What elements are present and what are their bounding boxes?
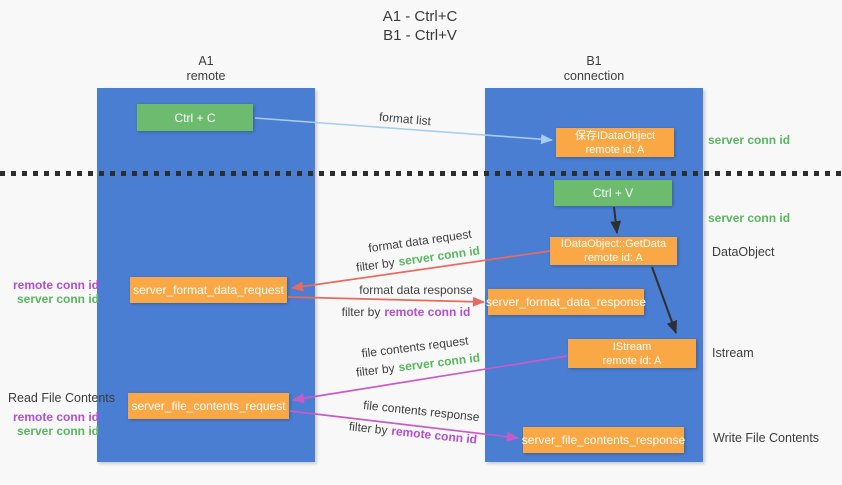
remote-conn-id-label-file: remote conn id: [12, 410, 99, 424]
ctrl-c-label: Ctrl + C: [174, 110, 216, 125]
node-server-format-data-request: server_format_data_request: [130, 277, 287, 303]
write-file-contents-label: Write File Contents: [713, 431, 820, 445]
server-conn-id-label-file: server conn id: [16, 424, 99, 438]
istream-line1: IStream: [612, 340, 652, 353]
diagram-title: A1 - Ctrl+C B1 - Ctrl+V: [330, 7, 510, 45]
conn-id-pair-format: remote conn id server conn id: [5, 278, 99, 306]
title-line-1: A1 - Ctrl+C: [382, 8, 458, 25]
format-data-response-label: format data response: [359, 283, 473, 297]
node-server-file-contents-response: server_file_contents_response: [521, 427, 686, 453]
server-format-data-request-label: server_format_data_request: [133, 283, 284, 297]
node-server-format-data-response: server_format_data_response: [485, 289, 647, 315]
title-line-2: B1 - Ctrl+V: [383, 27, 457, 44]
server-format-data-response-label: server_format_data_response: [485, 295, 647, 309]
lane-header-a1: A1 remote: [97, 54, 315, 84]
save-idataobject-line2: remote id: A: [585, 143, 645, 156]
format-list-label: format list: [378, 109, 432, 129]
node-save-idataobject: 保存IDataObject remote id: A: [556, 128, 674, 157]
filter-remote-conn-id-value: remote conn id: [390, 423, 478, 447]
lane-b1-title: B1: [586, 54, 602, 68]
server-conn-id-label-format: server conn id: [16, 292, 99, 306]
lane-header-b1: B1 connection: [485, 54, 703, 84]
remote-conn-id-label-format: remote conn id: [12, 278, 99, 292]
node-idataobject-getdata: IDataObject::GetData remote id: A: [550, 237, 677, 265]
server-conn-id-label-top: server conn id: [708, 133, 791, 147]
getdata-line1: IDataObject::GetData: [560, 238, 667, 250]
dashed-separator: [0, 171, 842, 176]
lane-a1-subtitle: remote: [186, 69, 226, 83]
getdata-line2: remote id: A: [584, 252, 643, 264]
server-conn-id-label-mid: server conn id: [708, 211, 791, 225]
node-istream: IStream remote id: A: [568, 339, 696, 368]
server-file-contents-request-label: server_file_contents_request: [131, 399, 286, 413]
server-file-contents-response-label: server_file_contents_response: [521, 433, 686, 447]
filter-by-text: filter by: [355, 360, 396, 380]
filter-by-text: filter by: [355, 255, 396, 275]
file-contents-response-label: file contents response: [362, 398, 481, 425]
filter-by-text: filter by: [341, 305, 381, 319]
lane-b1-subtitle: connection: [563, 69, 625, 83]
node-ctrl-v: Ctrl + V: [554, 180, 672, 206]
read-file-contents-label: Read File Contents: [8, 391, 116, 405]
node-server-file-contents-request: server_file_contents_request: [128, 393, 289, 419]
save-idataobject-line1: 保存IDataObject: [574, 129, 656, 142]
conn-id-pair-file: remote conn id server conn id: [5, 410, 99, 438]
istream-line2: remote id: A: [602, 354, 662, 367]
ctrl-v-label: Ctrl + V: [592, 186, 634, 200]
format-data-response-arrow: [287, 296, 485, 307]
filter-remote-conn-id-value: remote conn id: [384, 305, 471, 319]
lane-a1-title: A1: [198, 54, 214, 68]
filter-by-text: filter by: [348, 419, 389, 438]
dataobject-label: DataObject: [712, 245, 775, 259]
istream-side-label: Istream: [712, 346, 754, 360]
node-ctrl-c: Ctrl + C: [137, 104, 253, 131]
